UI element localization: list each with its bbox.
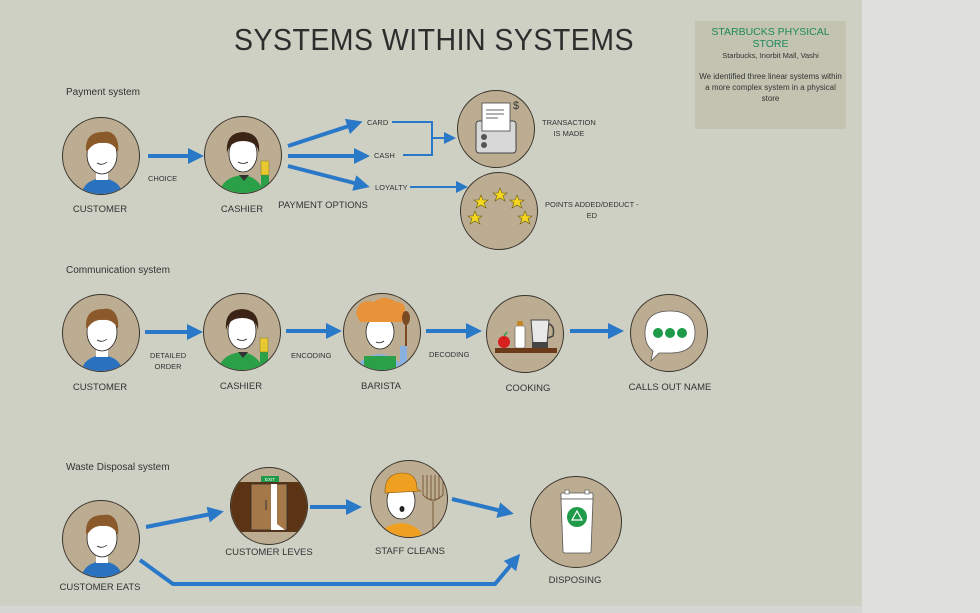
exit-door-icon: EXIT <box>231 476 307 532</box>
node-staff-cleans <box>370 460 448 538</box>
node-customer-leaves: EXIT <box>230 467 308 545</box>
edge-label-detailed-order-text: DETAILED ORDER <box>150 351 187 371</box>
node-barista <box>343 293 421 371</box>
arrow-waste-bypass <box>138 553 521 586</box>
cleaner-icon <box>379 472 444 537</box>
dollar-sign: $ <box>513 100 519 112</box>
label-barista: BARISTA <box>361 381 401 392</box>
edge-label-decoding: DECODING <box>429 350 470 359</box>
node-customer-eats <box>62 500 140 578</box>
option-cash: CASH <box>374 151 395 160</box>
label-customer-payment: CUSTOMER <box>72 204 128 215</box>
barista-icon <box>356 298 410 370</box>
star-icon <box>492 187 508 202</box>
info-description: We identified three linear systems withi… <box>699 72 842 103</box>
label-customer-comm: CUSTOMER <box>72 382 128 393</box>
section-title-communication: Communication system <box>66 265 170 276</box>
star-icon <box>509 194 525 209</box>
connector-card <box>392 121 433 138</box>
label-transaction: TRANSACTION IS MADE <box>542 117 596 139</box>
apple-icon <box>498 336 510 348</box>
cashier-icon <box>219 132 270 193</box>
label-cashier-payment: CASHIER <box>220 204 264 215</box>
arrows-layer <box>138 118 624 586</box>
node-cooking <box>486 295 564 373</box>
section-title-waste: Waste Disposal system <box>66 462 170 473</box>
edge-label-detailed-order: DETAILED ORDER <box>150 350 186 372</box>
customer-icon <box>81 308 123 371</box>
customer-icon <box>81 514 123 577</box>
customer-icon <box>81 131 123 194</box>
speech-bubble-icon <box>644 310 696 363</box>
arrow-loyalty <box>287 164 370 191</box>
star-icon <box>467 210 483 225</box>
recycle-icon <box>570 509 584 521</box>
stars-icon <box>467 187 533 225</box>
page-title: SYSTEMS WITHIN SYSTEMS <box>234 22 634 57</box>
connector-cash <box>403 138 433 156</box>
option-card: CARD <box>367 118 389 127</box>
rake-icon <box>422 475 444 537</box>
info-heading: STARBUCKS PHYSICAL STORE <box>711 26 830 50</box>
node-cashier-payment <box>204 116 282 194</box>
blender-icon <box>530 319 550 345</box>
arrow-card <box>287 118 363 148</box>
label-cashier-comm: CASHIER <box>219 381 263 392</box>
info-box: STARBUCKS PHYSICAL STORE Starbucks, Inor… <box>695 21 846 129</box>
node-customer-payment <box>62 117 140 195</box>
node-transaction: $ <box>457 90 535 168</box>
payment-terminal-icon: $ <box>475 100 519 154</box>
cashier-icon <box>218 309 269 370</box>
arrow-waste-1 <box>145 506 224 529</box>
section-title-payment: Payment system <box>66 87 140 98</box>
label-customer-leaves: CUSTOMER LEVES <box>225 547 313 558</box>
node-points <box>460 172 538 250</box>
edge-label-choice: CHOICE <box>148 174 178 183</box>
label-payment-options: PAYMENT OPTIONS <box>278 200 368 211</box>
node-cashier-comm <box>203 293 281 371</box>
star-icon <box>517 210 533 225</box>
label-staff-cleans: STAFF CLEANS <box>374 546 446 557</box>
label-cooking: COOKING <box>505 383 551 394</box>
arrow-waste-3 <box>451 497 514 518</box>
bottom-edge <box>0 606 862 613</box>
label-customer-eats: CUSTOMER EATS <box>59 582 141 593</box>
star-icon <box>473 194 489 209</box>
exit-sign-text: EXIT <box>265 477 275 482</box>
label-points: POINTS ADDED/DEDUCT - ED <box>545 199 639 221</box>
side-paper <box>862 0 980 613</box>
label-points-text: POINTS ADDED/DEDUCT - ED <box>545 200 639 220</box>
label-transaction-text: TRANSACTION IS MADE <box>542 118 596 138</box>
edge-label-encoding: ENCODING <box>291 351 332 360</box>
label-calls-out-name: CALLS OUT NAME <box>628 382 712 393</box>
kitchen-shelf-icon <box>495 319 557 353</box>
node-calls-out-name <box>630 294 708 372</box>
recycle-bin-icon <box>560 489 594 554</box>
milk-bottle-icon <box>514 325 526 349</box>
label-disposing: DISPOSING <box>548 575 602 586</box>
node-disposing <box>530 476 622 568</box>
option-loyalty: LOYALTY <box>375 183 408 192</box>
node-customer-comm <box>62 294 140 372</box>
info-subheading: Starbucks, Inorbit Mall, Vashi <box>722 51 819 60</box>
